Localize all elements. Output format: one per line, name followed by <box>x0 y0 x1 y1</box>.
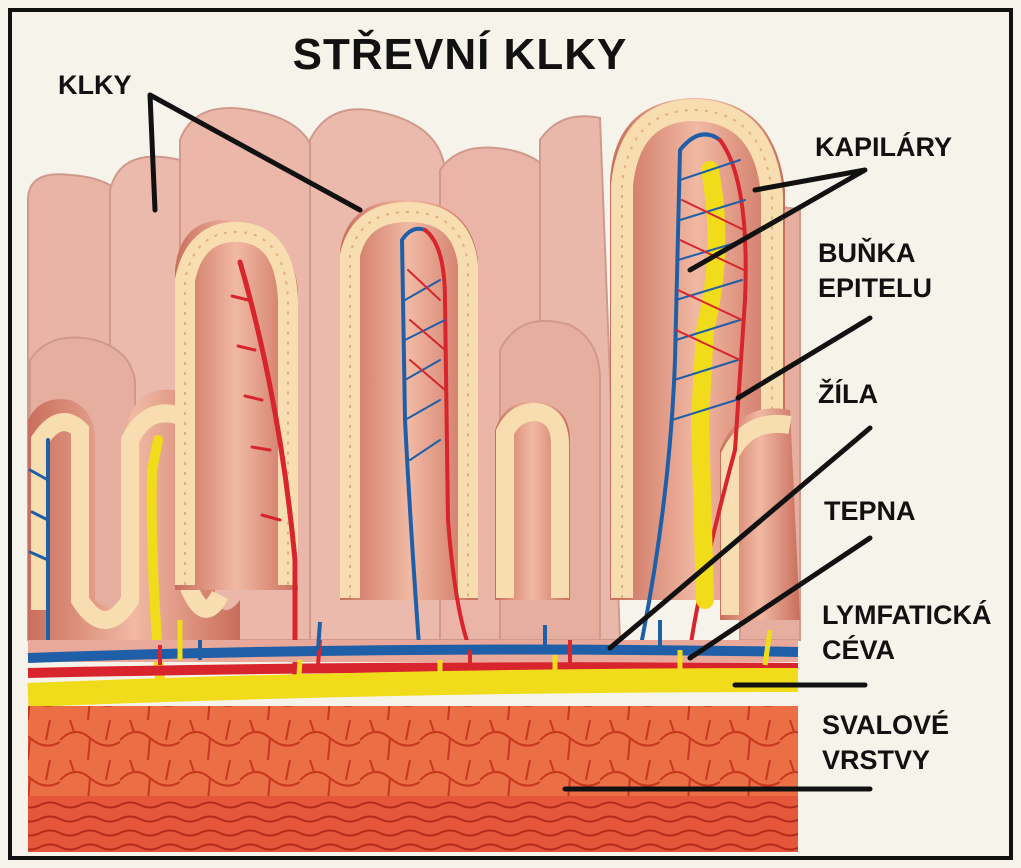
label-svalove-vrstvy: SVALOVÉ VRSTVY <box>822 708 949 778</box>
label-kapilary: KAPILÁRY <box>815 130 952 165</box>
label-svalove-line2: VRSTVY <box>822 743 949 778</box>
villus-6 <box>720 408 800 620</box>
villus-2 <box>175 220 298 590</box>
diagram-title: STŘEVNÍ KLKY <box>200 30 720 80</box>
label-lymf-line2: CÉVA <box>822 633 992 668</box>
label-tepna: TEPNA <box>824 494 916 529</box>
label-lymfaticka-ceva: LYMFATICKÁ CÉVA <box>822 598 992 668</box>
cell-layer <box>28 706 798 796</box>
label-bunka-line1: BUŇKA <box>818 236 932 271</box>
muscle-layer <box>28 796 798 852</box>
label-svalove-line1: SVALOVÉ <box>822 708 949 743</box>
label-bunka-epitelu: BUŇKA EPITELU <box>818 236 932 306</box>
villus-4 <box>495 402 570 600</box>
label-klky: KLKY <box>58 68 132 103</box>
villus-3 <box>340 200 478 600</box>
label-zila: ŽÍLA <box>818 377 878 412</box>
label-lymf-line1: LYMFATICKÁ <box>822 598 992 633</box>
label-bunka-line2: EPITELU <box>818 271 932 306</box>
